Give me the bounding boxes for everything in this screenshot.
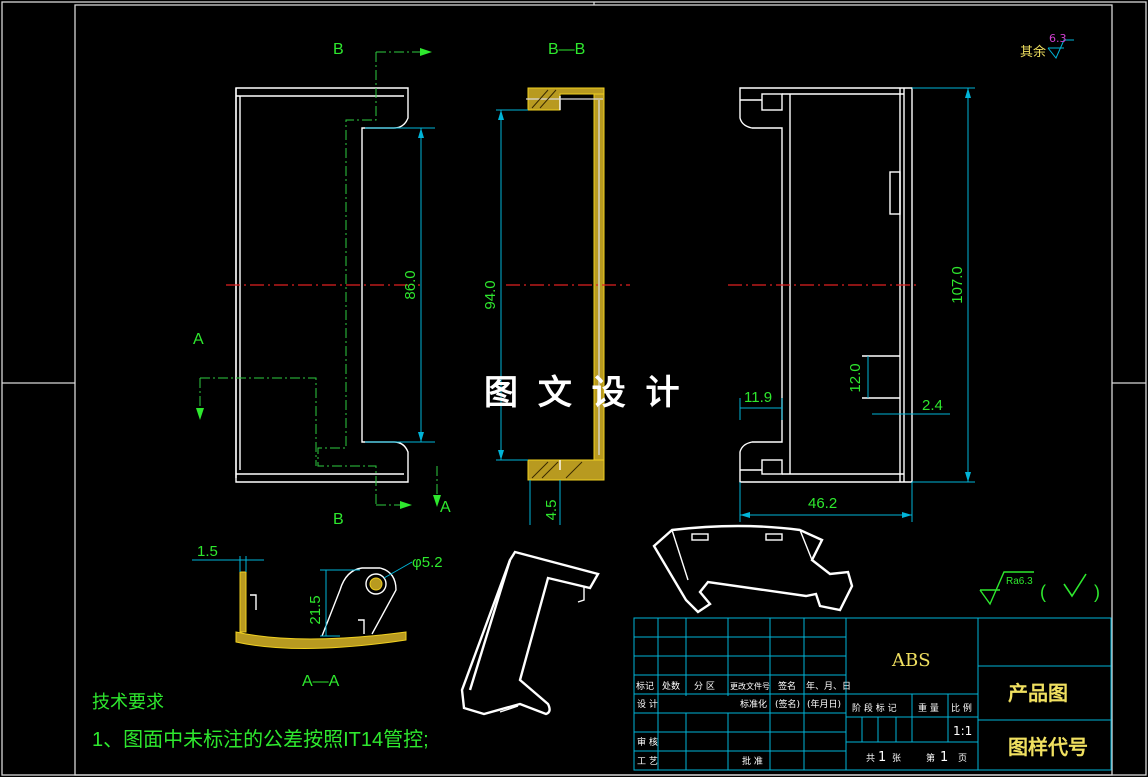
tb-total-prefix: 共 (866, 753, 875, 764)
tb-row-approve: 批 准 (742, 755, 763, 767)
roughness-rest-label: 其余 (1020, 44, 1046, 60)
roughness-symbol-top (1047, 39, 1074, 59)
tech-requirements-heading: 技术要求 (92, 692, 164, 712)
tb-sheet-unit-1: 张 (892, 753, 901, 764)
dimension-21-5: 21.5 (307, 595, 324, 624)
tb-row-review: 审 核 (637, 736, 658, 748)
isometric-view-1 (460, 550, 600, 716)
title-block (633, 617, 1112, 771)
tb-row-standardization: 标准化 (740, 698, 767, 710)
dimension-4-5: 4.5 (543, 500, 560, 521)
dimension-5-2: φ5.2 (412, 554, 443, 571)
dimension-94: 94.0 (482, 280, 499, 309)
tb-row-signature: (签名) (775, 698, 800, 710)
dimension-2-4: 2.4 (922, 397, 943, 414)
watermark-text: 图 文 设 计 (484, 373, 684, 413)
title-block-drawing-code: 图样代号 (1008, 735, 1088, 759)
isometric-view-2 (652, 524, 854, 614)
tb-row-process: 工 艺 (637, 756, 658, 767)
tb-sheet-unit-2: 页 (958, 753, 967, 764)
tb-sheet-prefix: 第 (926, 752, 935, 764)
tb-header-date: 年、月、日 (806, 680, 851, 692)
roughness-symbol-ra (979, 571, 1087, 606)
tb-sheet-n: 1 (940, 750, 948, 765)
section-mark-a-right: A (440, 499, 451, 516)
tb-header-zone: 分 区 (694, 681, 715, 692)
roughness-rest-value: 6.3 (1049, 32, 1067, 45)
section-a-a-view (192, 556, 413, 649)
front-view (196, 48, 441, 509)
side-view (728, 87, 975, 522)
section-title-b-b: B—B (548, 41, 585, 58)
section-title-a-a: A—A (302, 673, 340, 690)
dimension-1-5: 1.5 (197, 543, 218, 560)
tb-scale-header: 比 例 (951, 702, 972, 714)
tb-row-date: (年月日) (807, 698, 841, 710)
dimension-11-9: 11.9 (744, 389, 772, 406)
tb-header-signature: 签名 (778, 680, 796, 692)
title-block-material: ABS (891, 650, 931, 671)
dimension-46-2: 46.2 (808, 495, 837, 512)
section-b-b-view (496, 87, 630, 525)
tb-header-count: 处数 (662, 680, 680, 692)
tb-total-n: 1 (878, 750, 886, 765)
tb-header-change-doc: 更改文件号 (730, 681, 770, 691)
tb-weight-header: 重 量 (918, 702, 939, 714)
tech-requirements-item-1: 1、图面中未标注的公差按照IT14管控; (92, 728, 429, 751)
section-mark-b-top: B (333, 41, 344, 58)
section-mark-b-bottom: B (333, 511, 344, 528)
tb-header-mark: 标记 (636, 680, 654, 692)
dimension-107: 107.0 (949, 266, 966, 304)
section-mark-a-left: A (193, 331, 204, 348)
roughness-paren-close: ) (1094, 582, 1100, 602)
tb-stage-header: 阶 段 标 记 (852, 702, 897, 714)
roughness-paren-open: ( (1040, 582, 1046, 602)
title-block-drawing-name: 产品图 (1008, 681, 1068, 705)
title-block-scale: 1:1 (953, 724, 972, 738)
tb-row-design: 设 计 (637, 698, 658, 710)
dimension-12: 12.0 (847, 363, 864, 392)
dimension-86: 86.0 (402, 270, 419, 299)
roughness-ra-value: Ra6.3 (1006, 576, 1033, 587)
